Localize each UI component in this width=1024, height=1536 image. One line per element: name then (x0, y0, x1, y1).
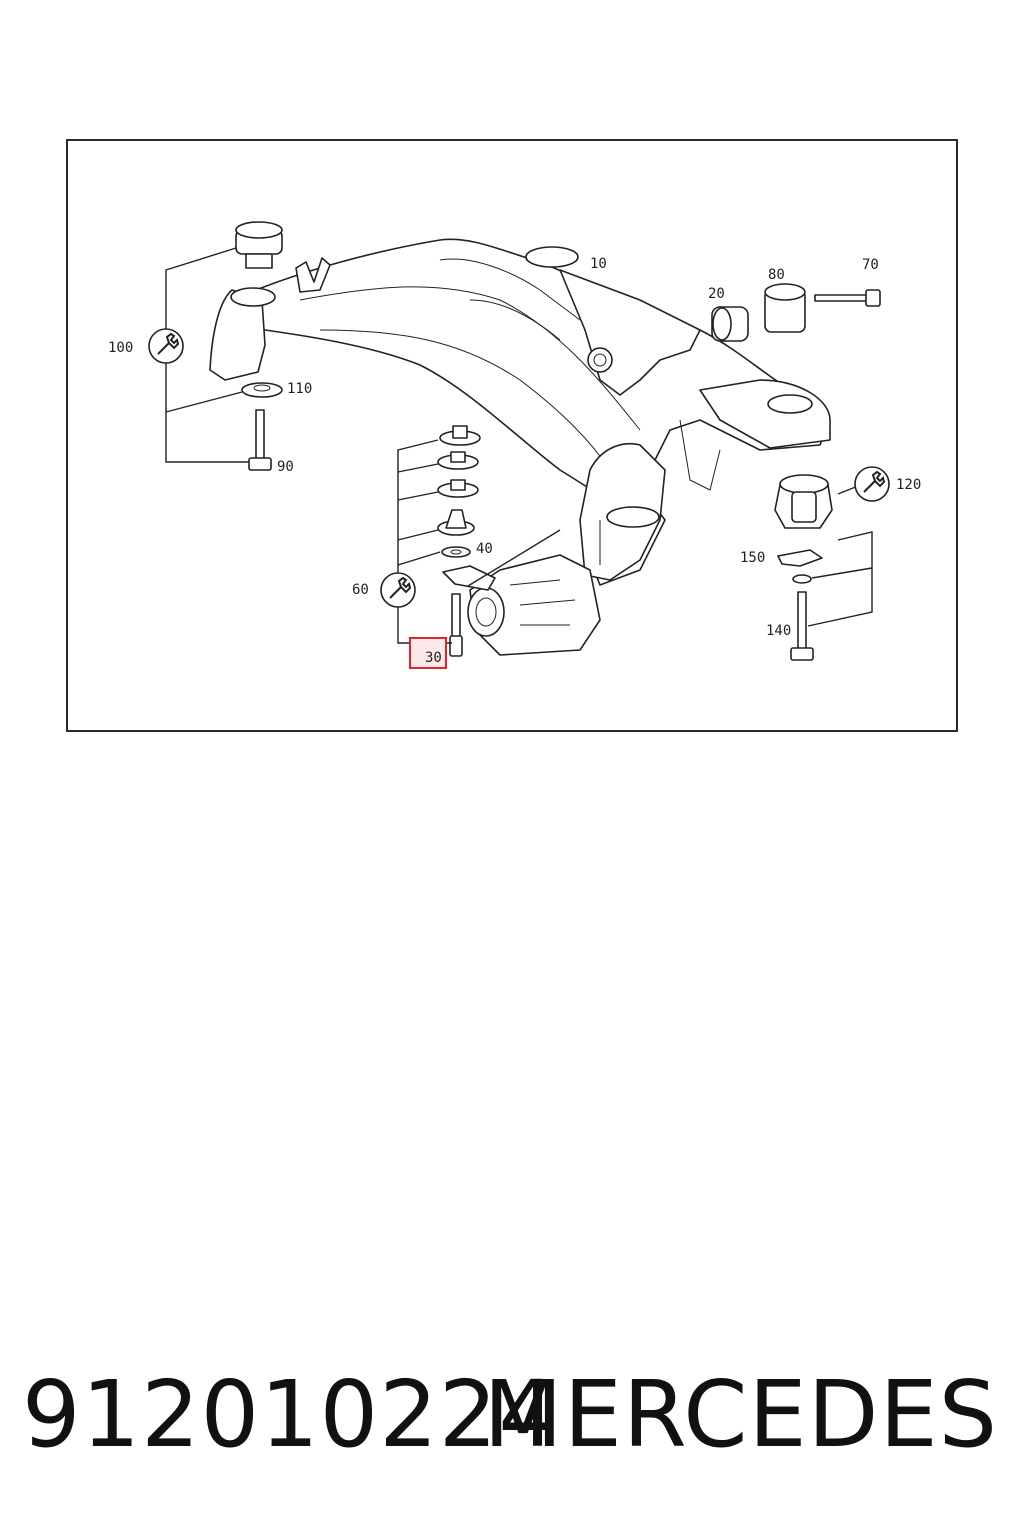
callout-60: 60 (352, 582, 369, 598)
callout-10: 10 (590, 256, 607, 272)
plate-150 (777, 549, 823, 567)
callout-40: 40 (476, 541, 493, 557)
lower-mount-bushing-120 (774, 474, 833, 529)
highlight-box-30 (409, 637, 447, 669)
wrench-icon (854, 466, 890, 502)
callout-110: 110 (287, 381, 312, 397)
part-number: 912010224 (22, 1361, 558, 1468)
callout-140: 140 (766, 623, 791, 639)
callout-90: 90 (277, 459, 294, 475)
callout-100: 100 (108, 340, 133, 356)
bushing-20 (711, 306, 749, 342)
differential-housing (442, 554, 601, 656)
washer-small (792, 574, 812, 584)
bolt-90 (248, 409, 272, 471)
bolt-70 (814, 289, 881, 307)
washer-stack-60 (437, 425, 481, 536)
callout-30: 30 (425, 650, 442, 666)
bolt-30 (449, 593, 463, 657)
bolt-140 (790, 591, 814, 661)
upper-mount-bushing-100 (235, 221, 283, 269)
wrench-icon (380, 572, 416, 608)
callout-120: 120 (896, 477, 921, 493)
callout-20: 20 (708, 286, 725, 302)
callout-70: 70 (862, 257, 879, 273)
wrench-icon (148, 328, 184, 364)
subframe-exploded-diagram: 10 20 80 70 100 110 90 40 60 120 150 140… (108, 221, 921, 669)
star-washer-40 (441, 546, 471, 558)
diagram-frame (66, 139, 958, 732)
rear-subframe (209, 238, 831, 586)
sleeve-80 (764, 283, 806, 333)
brand-name: MERCEDES (483, 1361, 998, 1468)
callout-80: 80 (768, 267, 785, 283)
footer: 912010224 MERCEDES (0, 1360, 1024, 1470)
callout-150: 150 (740, 550, 765, 566)
washer-110 (241, 382, 283, 398)
